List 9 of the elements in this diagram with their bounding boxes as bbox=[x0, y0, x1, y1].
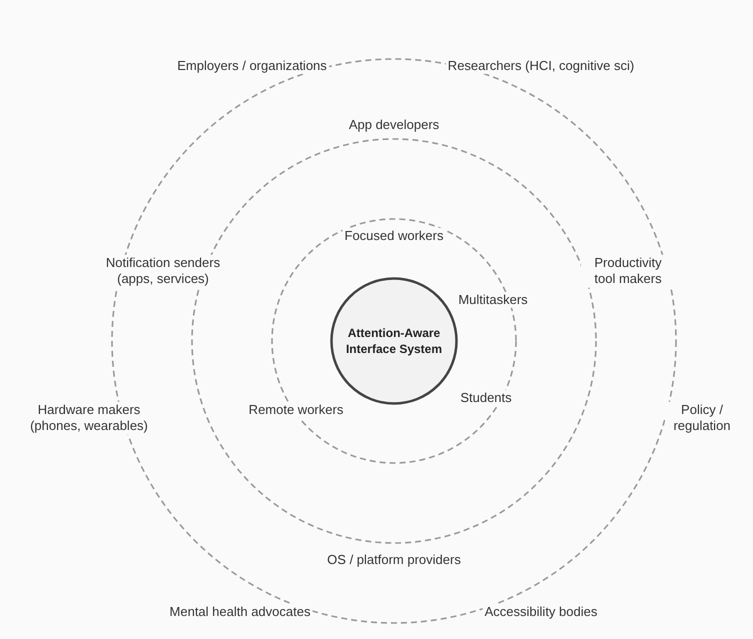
stakeholder-label: Remote workers bbox=[246, 402, 346, 418]
stakeholder-label: Multitaskers bbox=[456, 292, 530, 308]
system-title: Attention-Aware Interface System bbox=[344, 324, 444, 358]
stakeholder-label: OS / platform providers bbox=[325, 552, 463, 568]
stakeholder-label: App developers bbox=[346, 116, 442, 134]
stakeholder-label: Accessibility bodies bbox=[482, 604, 600, 620]
stakeholder-label: Researchers (HCI, cognitive sci) bbox=[446, 58, 636, 74]
stakeholder-label: Employers / organizations bbox=[175, 58, 329, 74]
stakeholder-label: Students bbox=[458, 390, 514, 406]
